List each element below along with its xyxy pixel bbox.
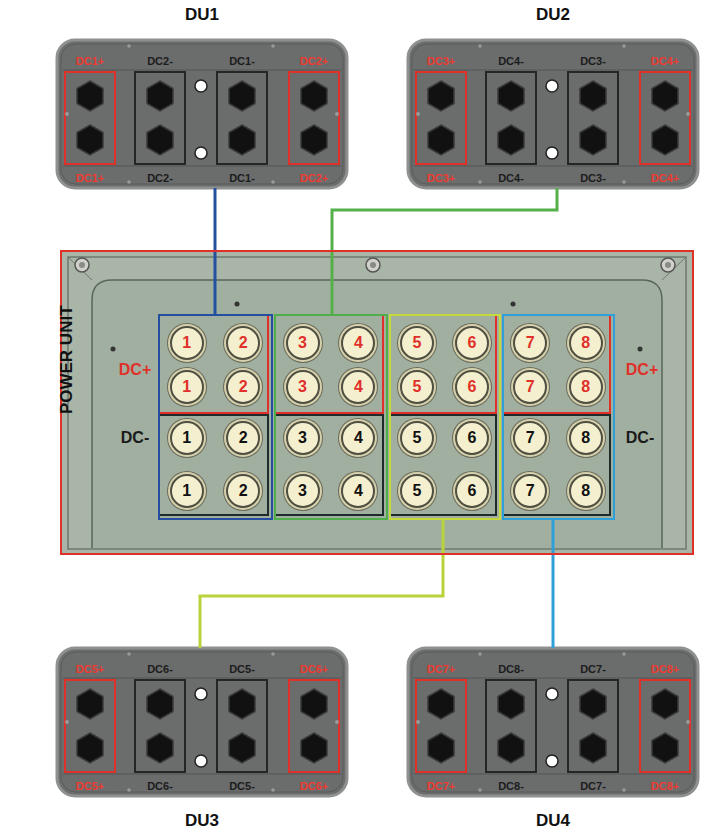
terminal-number: 8 (569, 370, 603, 404)
terminal-label: DC7- (580, 780, 606, 793)
terminal-number: 1 (170, 421, 204, 455)
power-unit-box: POWER UNITDC+DC-DC+DC-121212123434343456… (60, 250, 694, 555)
terminal-label: DC3- (580, 55, 606, 68)
terminal-number: 3 (286, 326, 320, 360)
terminal-number: 3 (286, 421, 320, 455)
terminal-number: 3 (286, 474, 320, 508)
terminal-number: 2 (226, 370, 260, 404)
distribution-unit-panel: DU3DC5+DC6-DC5-DC6+DC5+DC6-DC5-DC6+ (57, 648, 347, 796)
terminal-label: DC6+ (300, 780, 328, 793)
terminal-number: 1 (170, 326, 204, 360)
terminal-label: DC1- (229, 55, 255, 68)
terminal-number: 2 (226, 326, 260, 360)
terminal-label: DC3- (580, 172, 606, 185)
terminal-label: DC6- (147, 780, 173, 793)
polarity-label: DC- (121, 429, 149, 447)
distribution-unit-panel: DU4DC7+DC8-DC7-DC8+DC7+DC8-DC7-DC8+ (408, 648, 698, 796)
polarity-label: DC- (626, 429, 654, 447)
power-unit-art (60, 250, 694, 555)
unit-label: DU1 (185, 5, 219, 25)
terminal-number: 1 (170, 370, 204, 404)
terminal-number: 7 (513, 421, 547, 455)
cable-line (200, 520, 443, 648)
terminal-number: 5 (400, 474, 434, 508)
terminal-label: DC7+ (427, 780, 455, 793)
terminal-label: DC1+ (76, 172, 104, 185)
terminal-label: DC2- (147, 55, 173, 68)
terminal-label: DC4- (498, 55, 524, 68)
terminal-number: 6 (455, 326, 489, 360)
unit-label: DU2 (536, 5, 570, 25)
terminal-number: 4 (341, 326, 375, 360)
terminal-number: 1 (170, 474, 204, 508)
terminal-number: 8 (569, 474, 603, 508)
terminal-number: 6 (455, 421, 489, 455)
cable-line (552, 520, 555, 648)
terminal-label: DC7+ (427, 663, 455, 676)
terminal-label: DC5- (229, 780, 255, 793)
terminal-number: 7 (513, 370, 547, 404)
terminal-group: 56565656 (389, 314, 501, 520)
terminal-group: 34343434 (274, 314, 388, 520)
terminal-group: 78787878 (502, 314, 615, 520)
unit-label: POWER UNIT (57, 306, 77, 415)
terminal-number: 4 (341, 370, 375, 404)
terminal-label: DC8- (498, 780, 524, 793)
terminal-label: DC3+ (427, 55, 455, 68)
terminal-number: 2 (226, 421, 260, 455)
terminal-number: 6 (455, 370, 489, 404)
terminal-number: 8 (569, 421, 603, 455)
terminal-number: 5 (400, 421, 434, 455)
terminal-label: DC1- (229, 172, 255, 185)
terminal-number: 7 (513, 326, 547, 360)
terminal-number: 4 (341, 421, 375, 455)
terminal-label: DC2- (147, 172, 173, 185)
terminal-number: 5 (400, 326, 434, 360)
terminal-label: DC2+ (300, 172, 328, 185)
distribution-unit-panel: DU1DC1+DC2-DC1-DC2+DC1+DC2-DC1-DC2+ (57, 40, 347, 188)
terminal-label: DC8- (498, 663, 524, 676)
polarity-label: DC+ (119, 361, 151, 379)
terminal-label: DC6- (147, 663, 173, 676)
terminal-label: DC7- (580, 663, 606, 676)
terminal-number: 8 (569, 326, 603, 360)
terminal-number: 2 (226, 474, 260, 508)
unit-label: DU4 (536, 811, 570, 831)
terminal-label: DC8+ (651, 780, 679, 793)
terminal-label: DC4+ (651, 172, 679, 185)
terminal-label: DC4+ (651, 55, 679, 68)
terminal-number: 6 (455, 474, 489, 508)
unit-label: DU3 (185, 811, 219, 831)
terminal-label: DC1+ (76, 55, 104, 68)
terminal-label: DC3+ (427, 172, 455, 185)
terminal-label: DC5+ (76, 663, 104, 676)
terminal-label: DC5- (229, 663, 255, 676)
terminal-number: 4 (341, 474, 375, 508)
terminal-label: DC4- (498, 172, 524, 185)
terminal-label: DC8+ (651, 663, 679, 676)
terminal-number: 3 (286, 370, 320, 404)
terminal-number: 5 (400, 370, 434, 404)
polarity-label: DC+ (626, 361, 658, 379)
terminal-label: DC6+ (300, 663, 328, 676)
terminal-group: 12121212 (158, 314, 273, 520)
terminal-label: DC5+ (76, 780, 104, 793)
distribution-unit-panel: DU2DC3+DC4-DC3-DC4+DC3+DC4-DC3-DC4+ (408, 40, 698, 188)
terminal-label: DC2+ (300, 55, 328, 68)
terminal-number: 7 (513, 474, 547, 508)
